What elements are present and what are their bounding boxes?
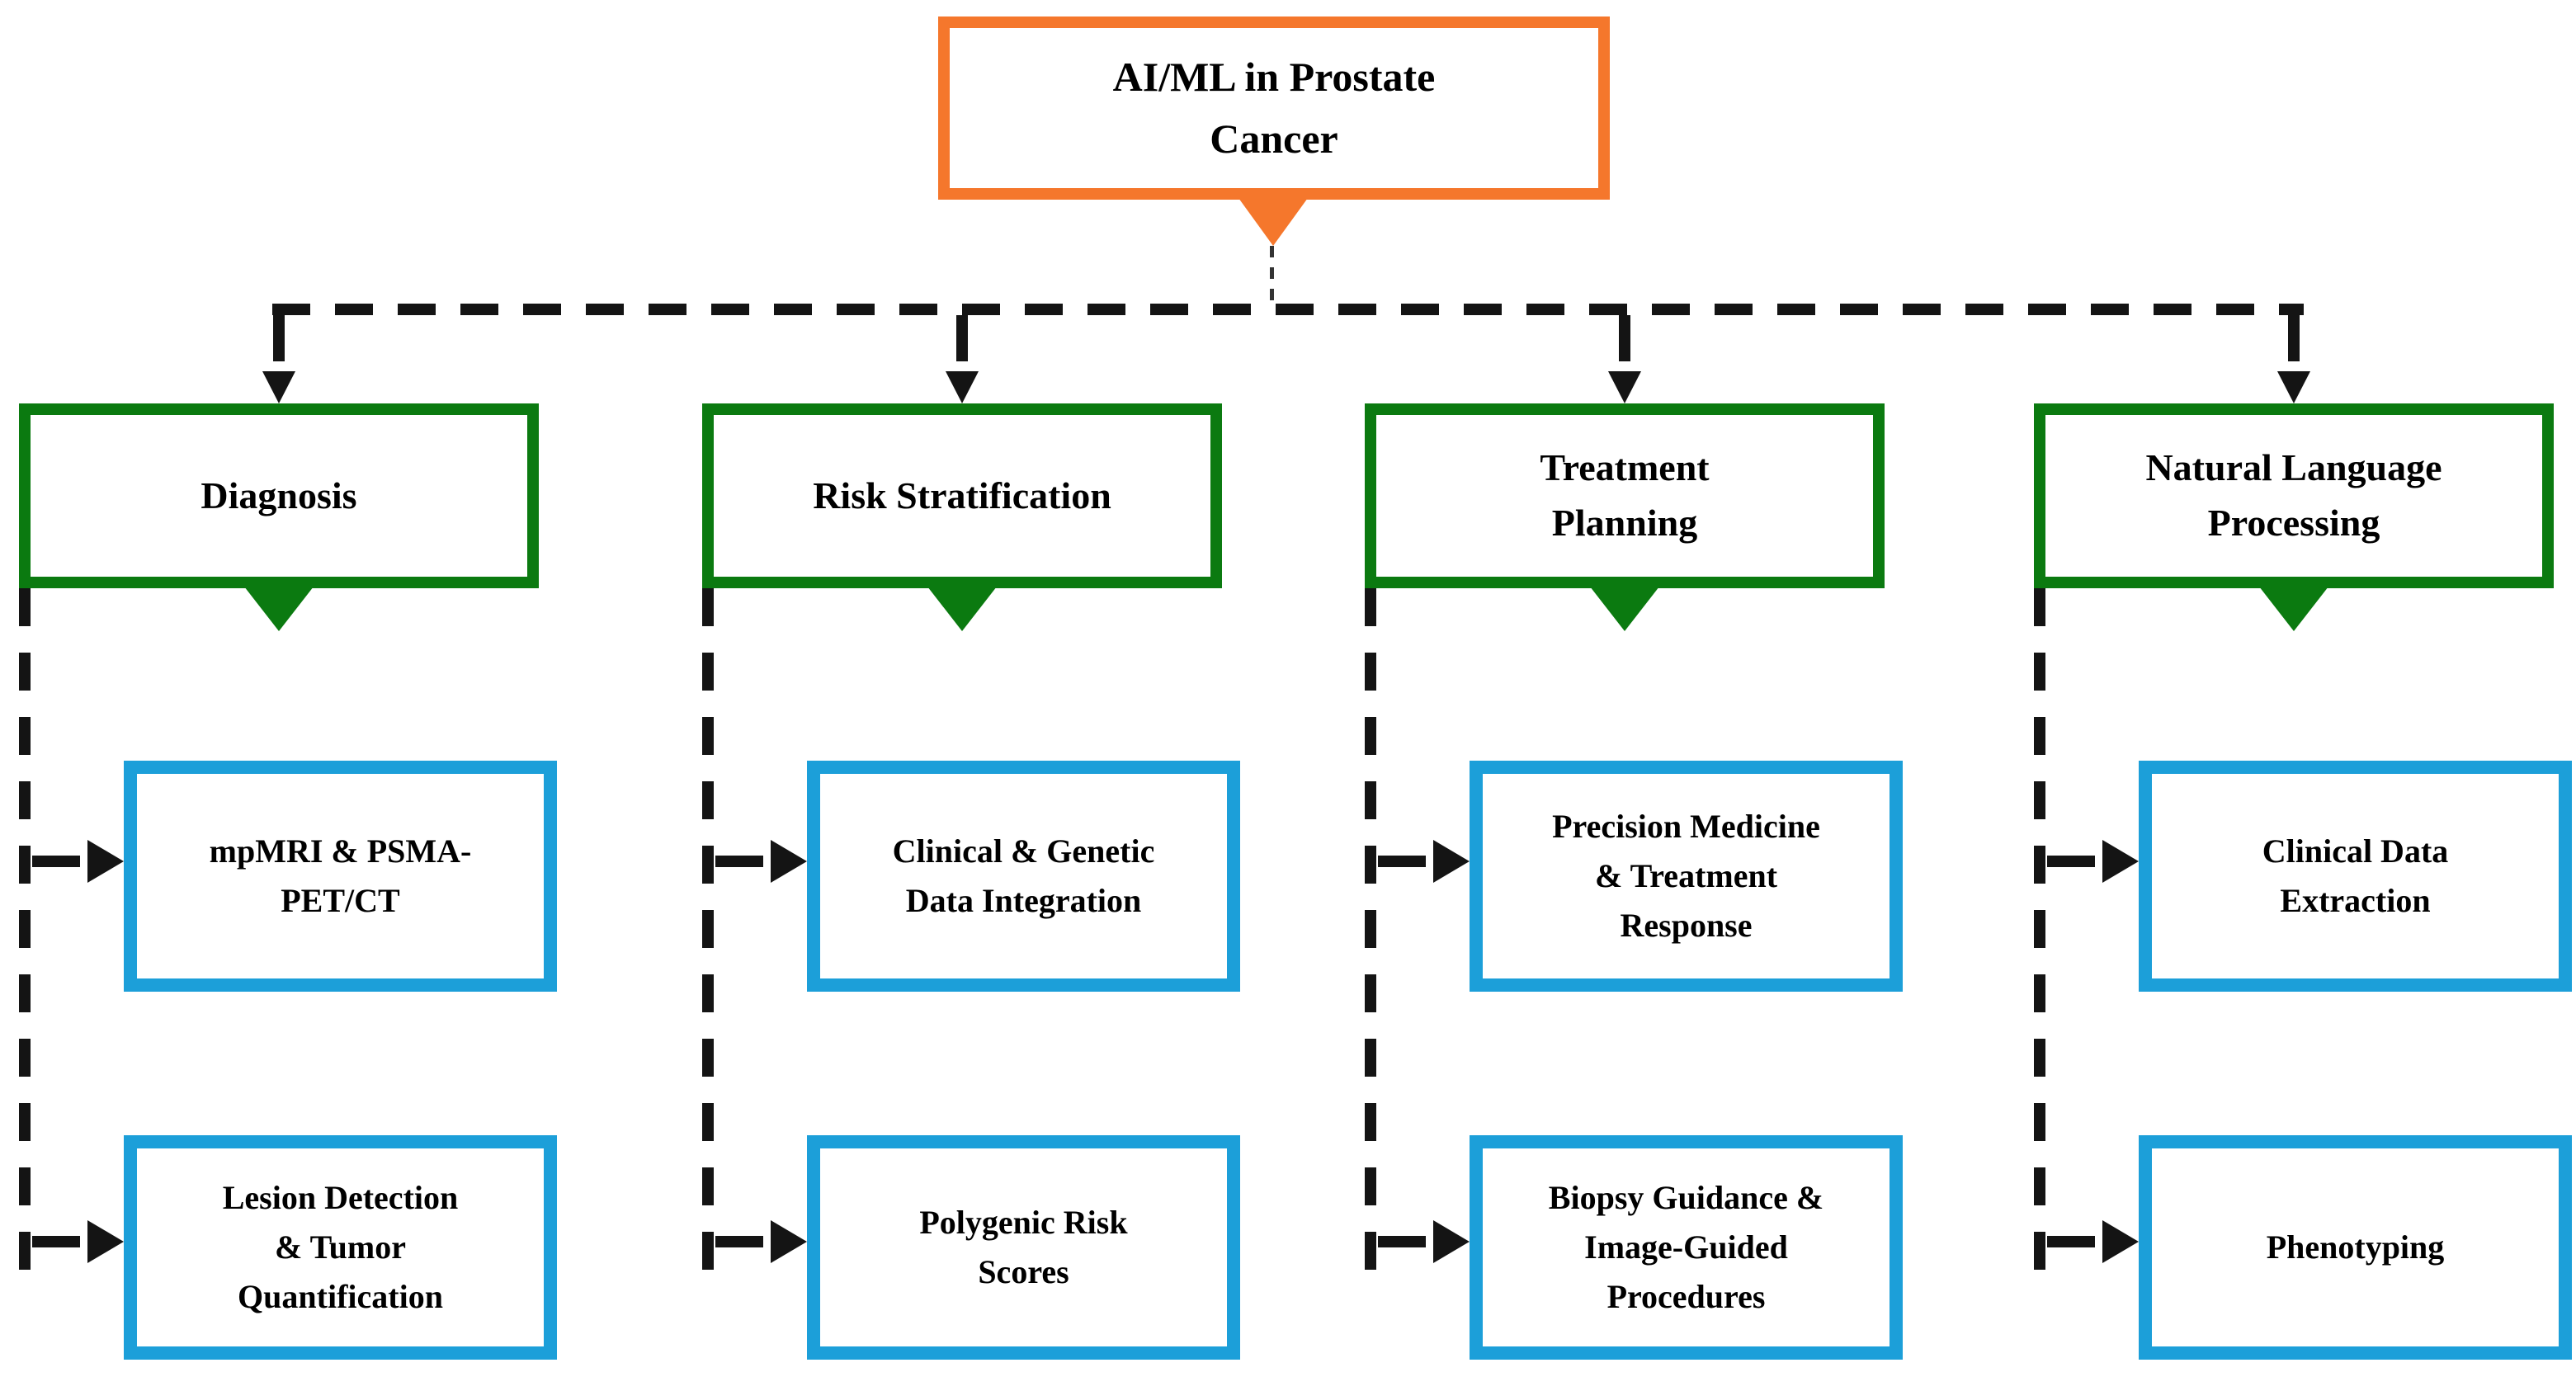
root-node-box: AI/ML in Prostate Cancer (938, 17, 1610, 200)
arrow-right-icon (771, 840, 807, 883)
branch-rail-dashed-line (1365, 588, 1376, 1275)
branch-drop-line (956, 315, 968, 361)
arrow-tail-line (715, 856, 763, 867)
branch-node-label: Treatment Planning (1540, 446, 1710, 544)
leaf-node-label: Phenotyping (2266, 1228, 2445, 1266)
arrow-tail-line (32, 1236, 80, 1247)
arrow-right-icon (771, 1220, 807, 1263)
arrow-right-icon (1433, 840, 1470, 883)
root-callout-pointer-icon (1238, 198, 1308, 246)
arrow-down-icon (1608, 371, 1641, 403)
arrow-tail-line (32, 856, 80, 867)
arrow-down-icon (2277, 371, 2310, 403)
leaf-node-label: Biopsy Guidance & Image-Guided Procedure… (1548, 1179, 1824, 1315)
arrow-down-icon (262, 371, 295, 403)
branch-node-box-treatment-planning: Treatment Planning (1365, 403, 1885, 588)
branch-callout-pointer-icon (1590, 587, 1659, 631)
leaf-node-label: Lesion Detection & Tumor Quantification (222, 1179, 459, 1315)
arrow-right-icon (87, 840, 124, 883)
leaf-node-label: Clinical Data Extraction (2262, 832, 2449, 919)
branch-rail-dashed-line (19, 588, 31, 1275)
arrow-tail-line (1378, 1236, 1426, 1247)
leaf-node-box: Precision Medicine & Treatment Response (1470, 761, 1903, 992)
branch-callout-pointer-icon (927, 587, 997, 631)
leaf-node-label: Polygenic Risk Scores (919, 1204, 1128, 1290)
leaf-node-box: Phenotyping (2139, 1135, 2572, 1360)
root-stem-dashed-line (1270, 246, 1274, 304)
leaf-node-box: Clinical & Genetic Data Integration (807, 761, 1240, 992)
leaf-node-label: Precision Medicine & Treatment Response (1552, 808, 1820, 944)
leaf-node-box: Lesion Detection & Tumor Quantification (124, 1135, 557, 1360)
branch-node-box-diagnosis: Diagnosis (19, 403, 539, 588)
root-node-label: AI/ML in Prostate Cancer (1112, 54, 1436, 162)
branch-node-label: Diagnosis (201, 474, 357, 516)
leaf-node-label: Clinical & Genetic Data Integration (892, 832, 1155, 919)
branch-rail-dashed-line (2034, 588, 2045, 1275)
branch-rail-dashed-line (702, 588, 714, 1275)
arrow-tail-line (2047, 856, 2095, 867)
branch-drop-line (1619, 315, 1630, 361)
arrow-down-icon (946, 371, 979, 403)
branch-node-box-risk-stratification: Risk Stratification (702, 403, 1222, 588)
leaf-node-box: Clinical Data Extraction (2139, 761, 2572, 992)
leaf-node-label: mpMRI & PSMA- PET/CT (209, 832, 472, 919)
branch-node-label: Natural Language Processing (2145, 446, 2442, 544)
branch-node-label: Risk Stratification (813, 474, 1111, 516)
branch-callout-pointer-icon (2259, 587, 2328, 631)
leaf-node-box: mpMRI & PSMA- PET/CT (124, 761, 557, 992)
arrow-right-icon (87, 1220, 124, 1263)
arrow-right-icon (2102, 840, 2139, 883)
arrow-right-icon (1433, 1220, 1470, 1263)
branch-node-box-nlp: Natural Language Processing (2034, 403, 2554, 588)
leaf-node-box: Polygenic Risk Scores (807, 1135, 1240, 1360)
branch-drop-line (2288, 315, 2300, 361)
horizontal-connector-dashed-line (272, 304, 2304, 315)
arrow-tail-line (2047, 1236, 2095, 1247)
leaf-node-box: Biopsy Guidance & Image-Guided Procedure… (1470, 1135, 1903, 1360)
branch-drop-line (273, 315, 285, 361)
arrow-tail-line (1378, 856, 1426, 867)
arrow-tail-line (715, 1236, 763, 1247)
branch-callout-pointer-icon (244, 587, 314, 631)
arrow-right-icon (2102, 1220, 2139, 1263)
